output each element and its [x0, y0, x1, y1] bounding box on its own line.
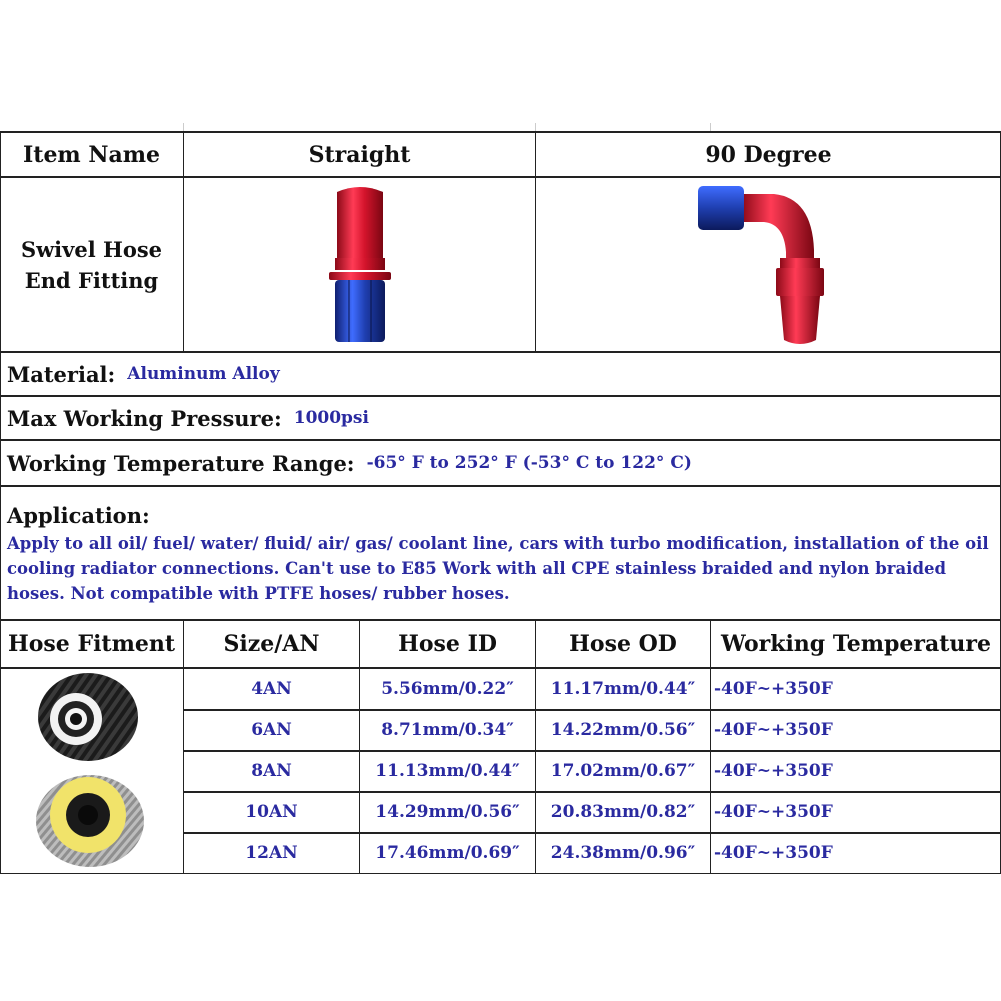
ninety-fitting-image: [536, 178, 1001, 351]
size-cell: 10AN: [245, 802, 298, 822]
size-cell: 4AN: [251, 678, 292, 699]
material-row: Material: Aluminum Alloy: [0, 353, 1001, 395]
hose-id-cell: 14.29mm/0.56″: [375, 802, 520, 822]
size-cell: 6AN: [251, 720, 292, 740]
fitment-header-id: Hose ID: [398, 631, 497, 657]
fitment-header-od: Hose OD: [569, 631, 677, 657]
temp-cell: -40F~+350F: [714, 678, 833, 699]
straight-fitting-image: [184, 178, 535, 351]
pressure-row: Max Working Pressure: 1000psi: [0, 397, 1001, 439]
size-cell: 12AN: [245, 843, 298, 863]
header-item-name: Item Name: [22, 142, 161, 168]
material-value: Aluminum Alloy: [127, 364, 280, 384]
hose-id-cell: 5.56mm/0.22″: [381, 678, 514, 699]
hose-id-cell: 11.13mm/0.44″: [375, 761, 520, 781]
hose-od-cell: 24.38mm/0.96″: [550, 843, 696, 863]
temperature-value: -65° F to 252° F (-53° C to 122° C): [366, 453, 692, 473]
item-name-line2: End Fitting: [24, 267, 159, 293]
hose-images: [0, 669, 183, 874]
hose-id-cell: 17.46mm/0.69″: [375, 843, 520, 863]
hose-cross-section-icon: [36, 673, 144, 867]
pressure-value: 1000psi: [293, 408, 369, 428]
fitment-header-hose: Hose Fitment: [7, 631, 176, 657]
fitment-header-size: Size/AN: [223, 631, 320, 657]
application-label: Application:: [7, 503, 150, 528]
temperature-row: Working Temperature Range: -65° F to 252…: [0, 441, 1001, 485]
temp-cell: -40F~+350F: [714, 802, 833, 822]
temp-cell: -40F~+350F: [714, 720, 833, 740]
hose-od-cell: 11.17mm/0.44″: [550, 678, 696, 699]
temperature-label: Working Temperature Range:: [7, 450, 355, 476]
header-90-degree: 90 Degree: [705, 142, 832, 168]
hose-od-cell: 17.02mm/0.67″: [550, 761, 696, 781]
header-straight: Straight: [308, 142, 411, 168]
item-name-cell: Swivel Hose End Fitting: [0, 178, 183, 351]
application-line1: Apply to all oil/ fuel/ water/ fluid/ ai…: [7, 534, 989, 553]
straight-fitting-icon: [328, 186, 391, 342]
hose-od-cell: 20.83mm/0.82″: [550, 802, 696, 822]
pressure-label: Max Working Pressure:: [7, 405, 282, 431]
material-label: Material:: [7, 361, 116, 387]
fitment-header-temp: Working Temperature: [721, 631, 991, 657]
application-line2: cooling radiator connections. Can't use …: [7, 559, 947, 578]
hose-od-cell: 14.22mm/0.56″: [550, 720, 696, 740]
temp-cell: -40F~+350F: [714, 843, 833, 863]
application-line3: hoses. Not compatible with PTFE hoses/ r…: [7, 584, 510, 603]
temp-cell: -40F~+350F: [714, 761, 833, 781]
application-row: Application: Apply to all oil/ fuel/ wat…: [0, 487, 1001, 619]
item-name-line1: Swivel Hose: [20, 236, 163, 262]
hose-id-cell: 8.71mm/0.34″: [381, 720, 514, 740]
ninety-degree-fitting-icon: [697, 185, 824, 344]
size-cell: 8AN: [251, 761, 292, 781]
